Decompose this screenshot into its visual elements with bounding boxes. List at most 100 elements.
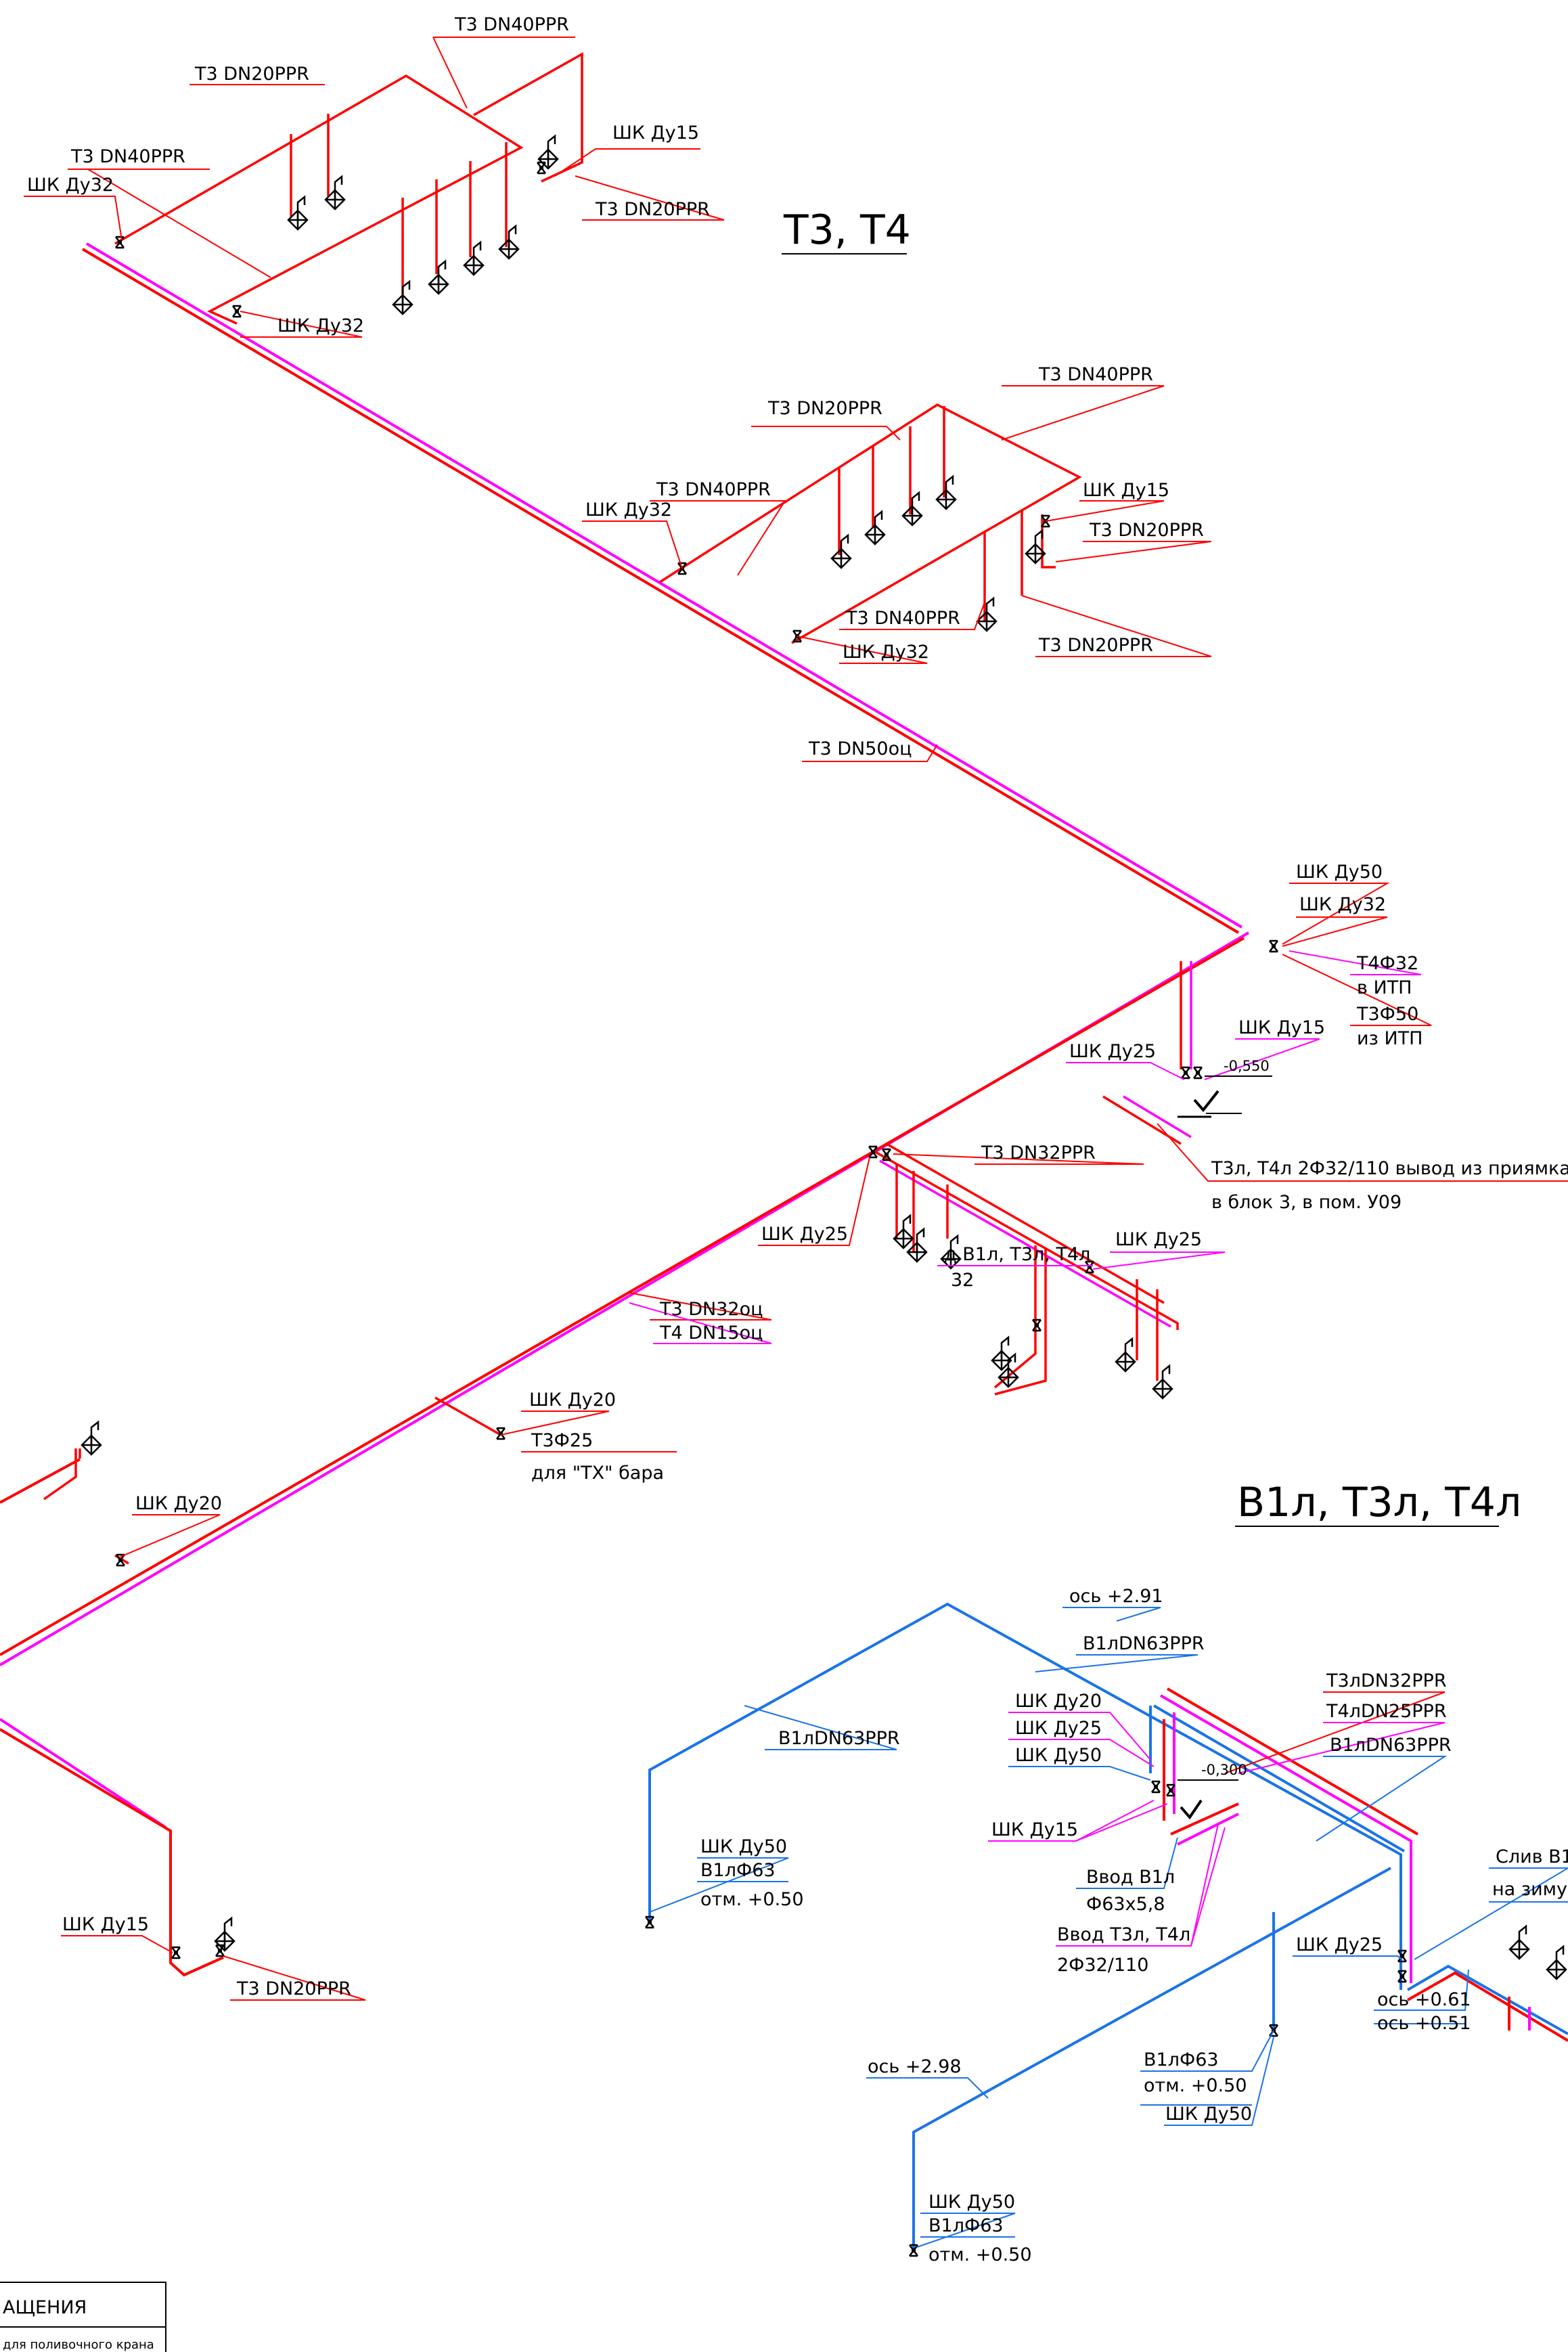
pipe-label: ШК Ду50	[700, 1836, 787, 1857]
tap-icon	[1115, 1337, 1136, 1373]
level-label: -0,550	[1224, 1058, 1270, 1074]
pipe-label: ШК Ду50	[1015, 1745, 1102, 1766]
pipe-label: B1лФ63	[700, 1860, 776, 1881]
pipe-label: Слив B1	[1496, 1846, 1568, 1867]
tap-icon	[1508, 1925, 1530, 1960]
tap-icon	[463, 241, 485, 276]
level-label: -0,300	[1201, 1762, 1247, 1778]
pipe-label: B1лФ63	[1144, 2049, 1219, 2070]
pipe-label: T4Ф32	[1356, 953, 1418, 974]
t3-branch-bar	[43, 1396, 501, 1565]
valve	[1192, 1066, 1203, 1080]
pipe-label: T3лDN32PPR	[1326, 1670, 1447, 1691]
pipe-label: ШК Ду32	[1299, 894, 1386, 915]
pipe-label: T3 DN20PPR	[1038, 635, 1153, 656]
pipe-label: в ИТП	[1357, 977, 1412, 998]
tap-icon	[864, 510, 886, 546]
pipe-label: для "TX" бара	[531, 1463, 664, 1484]
pipe-label: T3 DN40PPR	[845, 608, 960, 629]
section-title-cold: B1л, T3л, T4л	[1237, 1479, 1521, 1526]
level-mark-icon	[1180, 1799, 1203, 1820]
b1-system	[648, 1602, 1568, 2250]
tap-icon	[81, 1421, 102, 1456]
t3-t4-system	[0, 52, 1279, 1977]
pipe-label: ШК Ду32	[277, 315, 364, 336]
pipe-label: на зиму	[1492, 1879, 1567, 1900]
pipe-label: T3 DN40PPR	[656, 479, 771, 500]
t3-main-pipe	[0, 248, 1245, 1977]
pipe-label: T3л, T4л 2Ф32/110 вывод из приямка	[1211, 1158, 1568, 1179]
pipe-label: ШК Ду32	[27, 175, 114, 196]
tap-icon	[1546, 1945, 1567, 1980]
level-mark-icon	[1193, 1090, 1219, 1113]
pipe-label: ШК Ду50	[1165, 2104, 1252, 2125]
tap-icon	[901, 491, 923, 527]
pipe-label: T3 DN20PPR	[194, 64, 309, 85]
tap-icon	[537, 135, 559, 170]
pipe-label: ШК Ду15	[1238, 1017, 1325, 1038]
valve	[171, 1946, 181, 1959]
pipe-label: ШК Ду15	[62, 1914, 149, 1935]
pipe-label: ШК Ду15	[1083, 480, 1169, 501]
pipe-labels: T3 DN40PPR T3 DN20PPR T3 DN40PPR ШК Ду32…	[27, 14, 1568, 2265]
table-header: АЩЕНИЯ	[3, 2297, 87, 2318]
legend-table: АЩЕНИЯ для поливочного крана	[0, 2282, 166, 2352]
pipe-label: ШК Ду15	[612, 123, 699, 143]
pipe-label: 32	[951, 1270, 974, 1291]
pipe-label: ось +0.61	[1377, 1989, 1471, 2010]
pipe-label: ШК Ду50	[928, 2192, 1015, 2213]
pipe-label: T4 DN15оц	[659, 1323, 763, 1344]
pipe-label: T3 DN40PPR	[454, 14, 569, 35]
itp-risers	[1102, 961, 1211, 1145]
pipe-label: д B1л, T3л, T4л	[944, 1244, 1090, 1265]
pipe-label: отм. +0.50	[928, 2244, 1032, 2265]
pipe-label: в блок 3, в пом. У09	[1211, 1192, 1402, 1213]
t4-main-pipe	[0, 242, 1250, 1829]
pipe-label: T3 DN40PPR	[70, 146, 185, 167]
pipe-label: T3 DN50оц	[808, 738, 912, 759]
pipe-label: ось +2.91	[1069, 1586, 1163, 1607]
pipe-label: отм. +0.50	[1144, 2075, 1247, 2096]
valve	[1180, 1066, 1191, 1080]
pipe-label: T3 DN40PPR	[1038, 364, 1153, 385]
t3-branch-3	[872, 1142, 1179, 1396]
pipe-label: ШК Ду32	[843, 642, 929, 663]
pipe-label: B1лDN63PPR	[1083, 1633, 1205, 1654]
tap-icon	[392, 280, 413, 315]
pipe-label: B1лDN63PPR	[1330, 1735, 1452, 1756]
pipe-label: T4лDN25PPR	[1326, 1701, 1447, 1722]
pipe-label: ШК Ду25	[1015, 1718, 1102, 1739]
valve	[1268, 939, 1279, 953]
tap-icon	[1152, 1364, 1173, 1400]
pipe-label: из ИТП	[1357, 1028, 1423, 1049]
tap-icon	[935, 475, 957, 510]
tap-icon	[428, 260, 449, 295]
t3-branch-1	[114, 52, 583, 325]
leader-lines	[24, 37, 1568, 2248]
pipe-label: T3Ф25	[531, 1430, 593, 1451]
pipe-label: T3 DN20PPR	[236, 1978, 351, 1999]
pipe-label: ШК Ду15	[991, 1819, 1078, 1840]
pipe-label: ось +0.51	[1377, 2013, 1471, 2034]
pipe-label: T3 DN32PPR	[981, 1142, 1096, 1163]
pipe-label: T3 DN32оц	[659, 1299, 763, 1320]
tap-icon	[498, 225, 520, 260]
pipe-label: ось +2.98	[868, 2056, 962, 2077]
pipe-label: T3 DN20PPR	[1089, 520, 1204, 541]
pipe-label: Ф63х5,8	[1086, 1894, 1165, 1915]
pipe-label: ШК Ду25	[1115, 1229, 1202, 1250]
pipe-label: T3Ф50	[1356, 1004, 1418, 1025]
pipe-label: ШК Ду20	[1015, 1691, 1102, 1712]
pipe-label: ШК Ду25	[1069, 1041, 1156, 1062]
pipe-label: ШК Ду50	[1296, 862, 1383, 883]
valve	[231, 305, 242, 318]
pipe-label: B1лDN63PPR	[778, 1728, 900, 1749]
valve	[1150, 1780, 1161, 1794]
pipe-label: ШК Ду20	[529, 1390, 616, 1411]
pipe-label: Ввод T3л, T4л	[1057, 1924, 1190, 1945]
tap-icon	[906, 1228, 928, 1263]
pipe-label: B1лФ63	[928, 2215, 1004, 2236]
tap-icon	[830, 534, 852, 569]
pipe-label: 2Ф32/110	[1057, 1955, 1148, 1976]
